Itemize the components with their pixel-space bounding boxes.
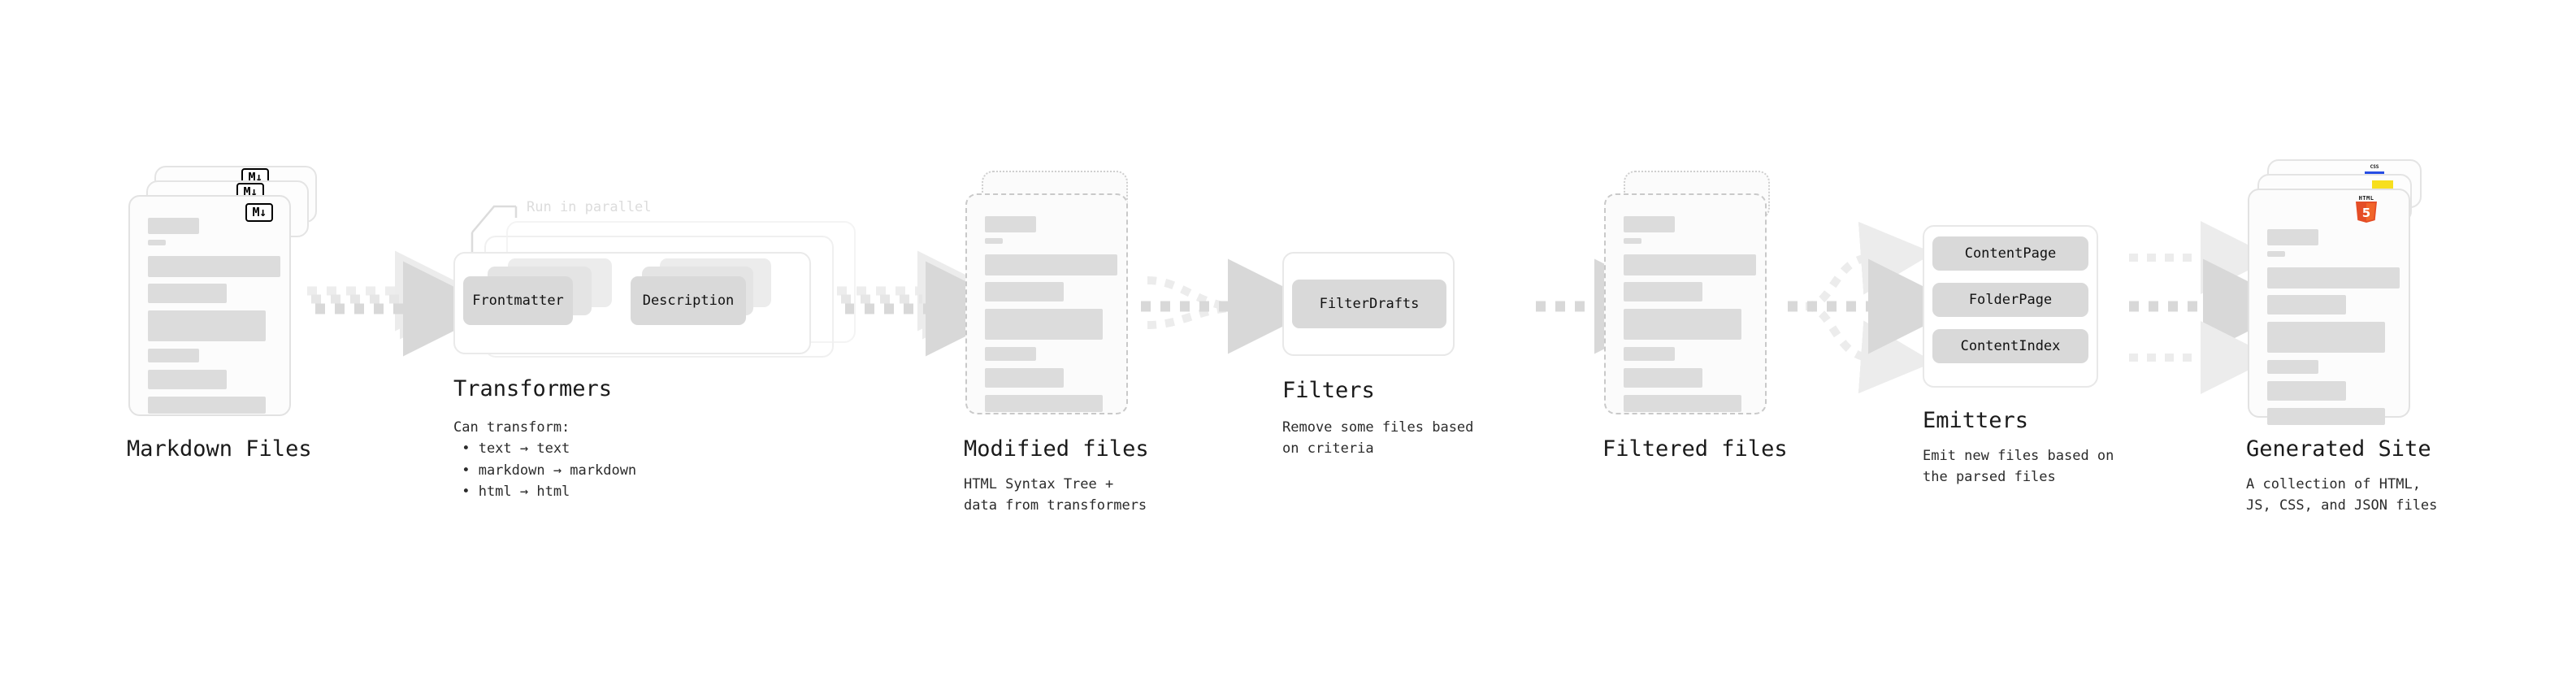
skeleton-line: [2267, 360, 2318, 374]
markdown-badge-front: M↓: [245, 203, 273, 222]
skeleton-line: [1624, 347, 1675, 361]
html5-icon-label: HTML: [2358, 195, 2374, 202]
connector-modified-to-filters: [1141, 258, 1323, 354]
filtered-document-front: [1604, 193, 1767, 414]
skeleton-line: [2267, 322, 2385, 353]
transformer-chip-frontmatter[interactable]: Frontmatter: [463, 276, 573, 325]
css-icon-label: CSS: [2370, 164, 2379, 170]
skeleton-line: [148, 218, 199, 234]
modified-document-front: [965, 193, 1128, 414]
skeleton-line: [985, 254, 1117, 275]
site-document-front: [2248, 189, 2410, 425]
filtered-skeleton: [1624, 216, 1756, 412]
skeleton-line: [2267, 251, 2285, 257]
markdown-skeleton: [148, 218, 280, 414]
skeleton-line: [2267, 381, 2346, 401]
skeleton-line: [1624, 254, 1756, 275]
skeleton-line: [985, 347, 1036, 361]
connector-filtered-to-emitters: [1788, 221, 1963, 394]
stage-subtitle-filters: Remove some files based on criteria: [1282, 419, 1474, 458]
stage-subtitle-transformers: Can transform: • text → text • markdown …: [453, 419, 637, 501]
html5-icon-number: 5: [2362, 206, 2370, 220]
stage-subtitle-generated-site: A collection of HTML, JS, CSS, and JSON …: [2246, 476, 2438, 514]
skeleton-line: [985, 395, 1103, 412]
skeleton-line: [1624, 282, 1702, 301]
skeleton-line: [1624, 368, 1702, 388]
skeleton-line: [148, 284, 227, 303]
emitter-chip-contentpage[interactable]: ContentPage: [1932, 236, 2088, 271]
stage-title-transformers: Transformers: [453, 376, 613, 401]
html5-shield: 5: [2356, 202, 2377, 223]
skeleton-line: [1624, 309, 1741, 340]
skeleton-line: [148, 349, 199, 362]
skeleton-line: [985, 282, 1064, 301]
stage-title-markdown-files: Markdown Files: [127, 436, 312, 462]
stage-subtitle-emitters: Emit new files based on the parsed files: [1923, 448, 2114, 486]
skeleton-line: [2267, 408, 2385, 425]
site-skeleton: [2267, 211, 2400, 425]
css-icon-bar: [2365, 171, 2384, 175]
emitter-chip-folderpage[interactable]: FolderPage: [1932, 283, 2088, 317]
stage-subtitle-modified-files: HTML Syntax Tree + data from transformer…: [964, 476, 1147, 514]
connector-markdown-to-transformers: [307, 250, 498, 357]
stage-title-emitters: Emitters: [1923, 408, 2029, 433]
skeleton-line: [985, 216, 1036, 232]
transformer-chip-description[interactable]: Description: [631, 276, 746, 325]
skeleton-line: [985, 309, 1103, 340]
css-icon: CSS: [2365, 164, 2384, 175]
skeleton-line: [2267, 229, 2318, 245]
skeleton-line: [148, 240, 166, 245]
stage-title-filters: Filters: [1282, 378, 1375, 403]
run-in-parallel-label: Run in parallel: [527, 199, 652, 215]
skeleton-line: [148, 256, 280, 277]
skeleton-line: [1624, 216, 1675, 232]
modified-skeleton: [985, 216, 1117, 412]
stage-title-filtered-files: Filtered files: [1602, 436, 1788, 462]
html5-icon: HTML 5: [2354, 195, 2379, 223]
skeleton-line: [148, 370, 227, 389]
filter-chip-filterdrafts[interactable]: FilterDrafts: [1292, 280, 1446, 328]
skeleton-line: [1624, 238, 1641, 244]
emitter-chip-contentindex[interactable]: ContentIndex: [1932, 329, 2088, 363]
stage-title-modified-files: Modified files: [964, 436, 1149, 462]
skeleton-line: [2267, 295, 2346, 314]
skeleton-line: [985, 238, 1003, 244]
skeleton-line: [148, 397, 266, 414]
connector-emitters-to-site: [2129, 221, 2298, 394]
skeleton-line: [985, 368, 1064, 388]
skeleton-line: [148, 310, 266, 341]
skeleton-line: [2267, 267, 2400, 288]
markdown-document-front: [128, 195, 291, 416]
skeleton-line: [1624, 395, 1741, 412]
stage-title-generated-site: Generated Site: [2246, 436, 2431, 462]
